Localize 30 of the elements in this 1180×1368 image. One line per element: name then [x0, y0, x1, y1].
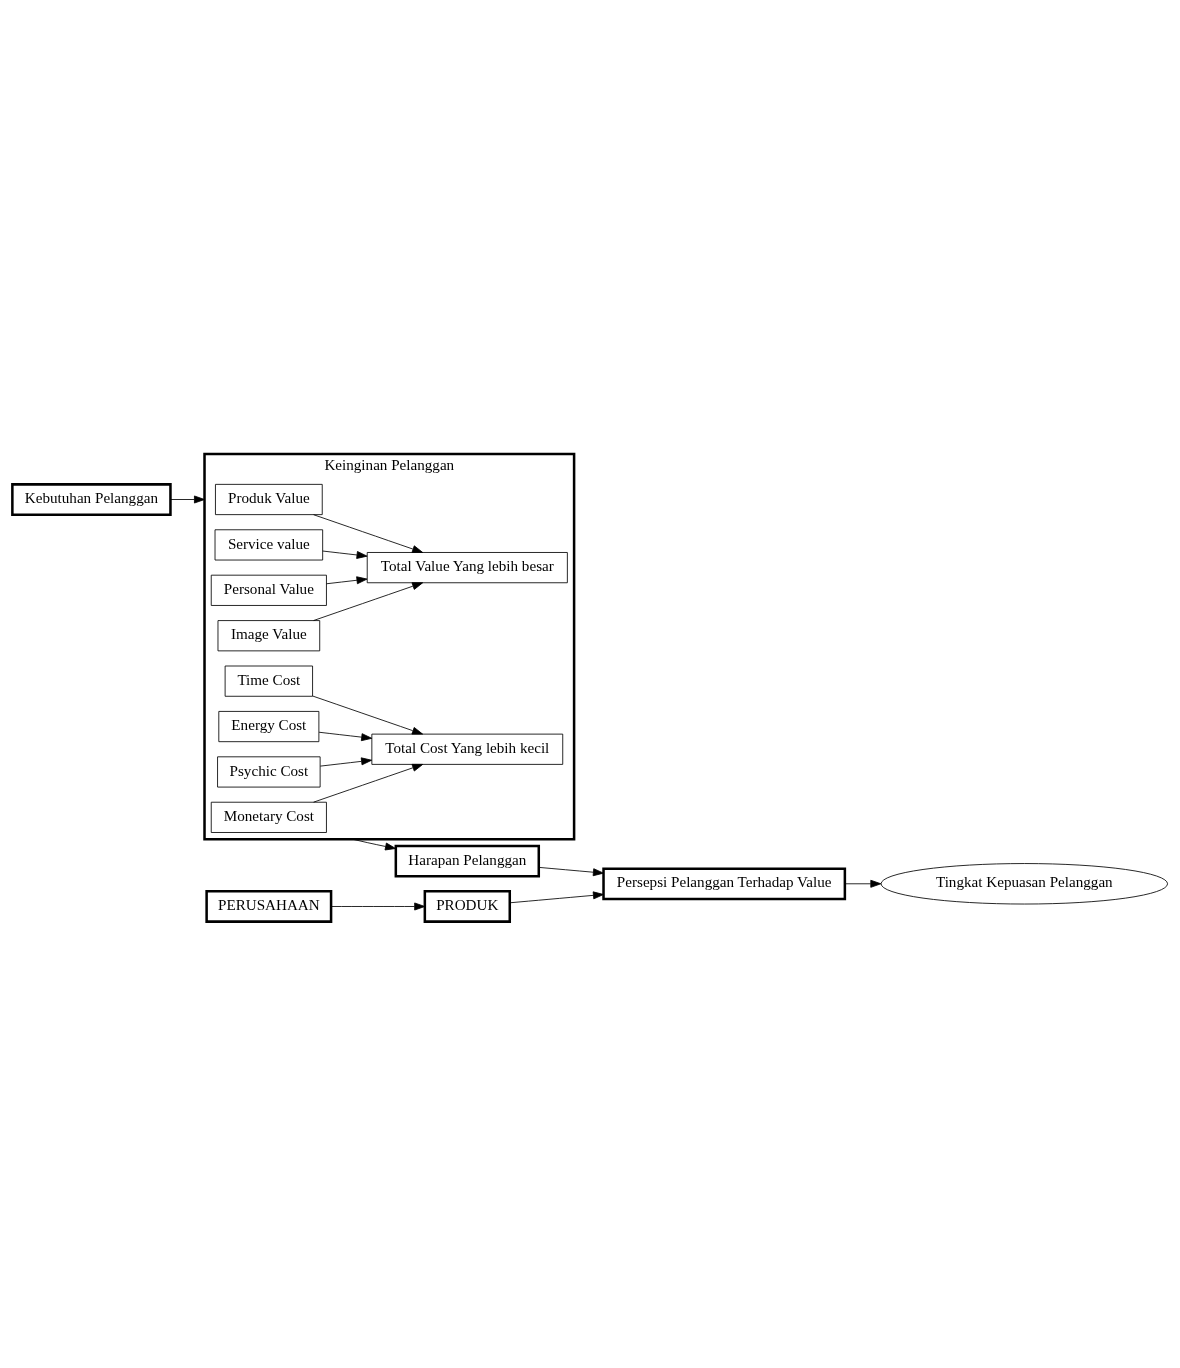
arrow	[313, 581, 424, 621]
arrow	[352, 838, 397, 850]
node-box: Service value	[214, 528, 324, 560]
arrow	[322, 550, 368, 559]
node-box: Kebutuhan Pelanggan	[11, 482, 172, 516]
node-box: PERUSAHAAN	[205, 889, 333, 923]
arrow	[312, 695, 423, 735]
node-box: Harapan Pelanggan	[394, 844, 541, 877]
arrow	[844, 879, 882, 888]
node-box: Persepsi Pelanggan Terhadap Value	[602, 866, 847, 900]
node-box: Monetary Cost	[210, 801, 327, 833]
arrow	[538, 866, 604, 876]
node-box: Produk Value	[215, 483, 323, 515]
arrow	[170, 495, 205, 503]
arrow	[313, 763, 424, 803]
node-box: Total Value Yang lebih besar	[366, 551, 568, 583]
node-box: Psychic Cost	[217, 755, 321, 787]
node-box: Energy Cost	[218, 710, 320, 742]
arrow	[330, 902, 426, 910]
node-box: Personal Value	[210, 574, 327, 606]
arrow	[319, 756, 373, 767]
arrow	[313, 513, 424, 553]
node-box: PRODUK	[423, 889, 511, 923]
node-box: Total Cost Yang lebih kecil	[371, 733, 564, 765]
node-box: Image Value	[217, 619, 321, 651]
node-ellipse: Tingkat Kepuasan Pelanggan	[880, 862, 1168, 904]
arrow	[509, 890, 604, 903]
arrow	[326, 575, 368, 584]
node-box: Time Cost	[224, 665, 313, 697]
arrow	[318, 731, 373, 741]
